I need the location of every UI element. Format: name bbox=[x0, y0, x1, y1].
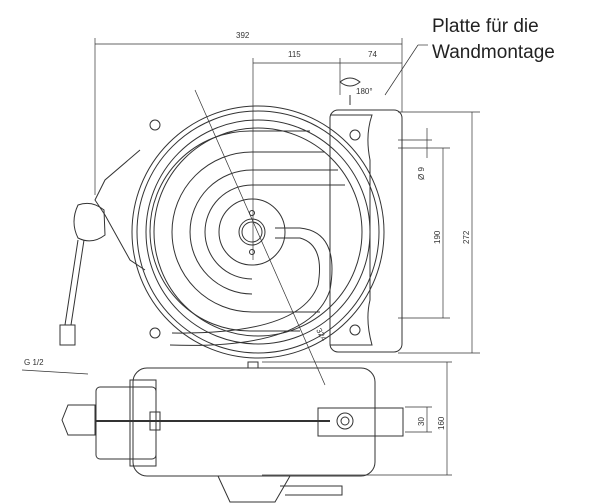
dim-thread: G 1/2 bbox=[24, 358, 44, 367]
dim-324: 324 bbox=[314, 327, 328, 343]
reel-front-view bbox=[59, 77, 403, 359]
dim-180: 180° bbox=[356, 87, 373, 96]
dim-272: 272 bbox=[462, 230, 471, 244]
dim-hole: Ø 9 bbox=[417, 167, 426, 180]
dim-74: 74 bbox=[368, 50, 377, 59]
label-line-1: Platte für die bbox=[432, 16, 539, 37]
dim-30: 30 bbox=[417, 417, 426, 426]
reel-side-view bbox=[61, 361, 404, 503]
dim-392: 392 bbox=[236, 31, 250, 40]
wall-plate-label: Platte für die Wandmontage bbox=[432, 14, 555, 66]
dim-115: 115 bbox=[288, 50, 301, 59]
dimension-lines bbox=[21, 38, 480, 476]
dim-160: 160 bbox=[437, 416, 446, 430]
label-line-2: Wandmontage bbox=[432, 42, 555, 63]
dim-190: 190 bbox=[433, 230, 442, 244]
